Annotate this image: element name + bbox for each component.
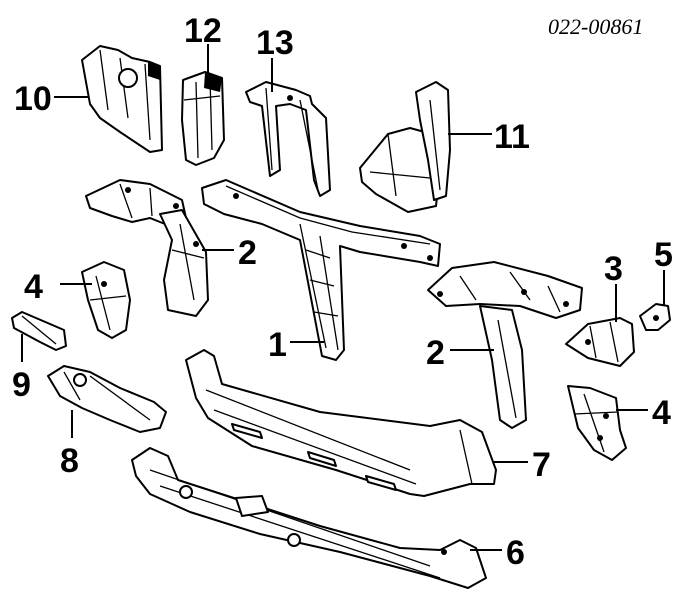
- part-3-bracket: [565, 317, 635, 367]
- callout-13: 13: [256, 24, 294, 62]
- leader-lines: [21, 44, 665, 551]
- callout-2-right: 2: [426, 334, 445, 372]
- part-13-support: [245, 81, 331, 197]
- callout-10: 10: [14, 80, 52, 118]
- part-5-clip: [639, 303, 671, 331]
- callout-3: 3: [604, 250, 623, 288]
- callout-7: 7: [532, 446, 551, 484]
- part-4-right-bracket: [567, 385, 627, 461]
- part-11-reservoir: [359, 81, 451, 213]
- callout-11: 11: [494, 118, 530, 156]
- part-2-left-upper: [85, 179, 209, 317]
- callout-9: 9: [12, 366, 31, 404]
- reference-code: 022-00861: [548, 14, 643, 39]
- part-7-valance: [185, 349, 497, 497]
- part-4-left-bracket: [81, 261, 131, 339]
- callout-2-left: 2: [238, 234, 257, 272]
- part-1-tie-bar: [201, 179, 441, 361]
- callout-4-right: 4: [652, 394, 671, 432]
- part-2-right-upper: [427, 261, 583, 429]
- callout-5: 5: [654, 236, 673, 274]
- part-6-lower-tie-bar: [131, 447, 487, 589]
- part-12-bracket: [181, 71, 225, 166]
- callout-8: 8: [60, 442, 79, 480]
- callout-4-left: 4: [24, 268, 43, 306]
- callout-labels: 10 12 13 11 2 4 9 8 1 2 3 5 4 7 6: [12, 12, 673, 572]
- callout-6: 6: [506, 534, 525, 572]
- part-10-shroud: [81, 45, 163, 153]
- callout-12: 12: [184, 12, 222, 50]
- part-8-deflector: [47, 365, 167, 433]
- part-9-clip: [11, 311, 67, 351]
- callout-1: 1: [268, 326, 287, 364]
